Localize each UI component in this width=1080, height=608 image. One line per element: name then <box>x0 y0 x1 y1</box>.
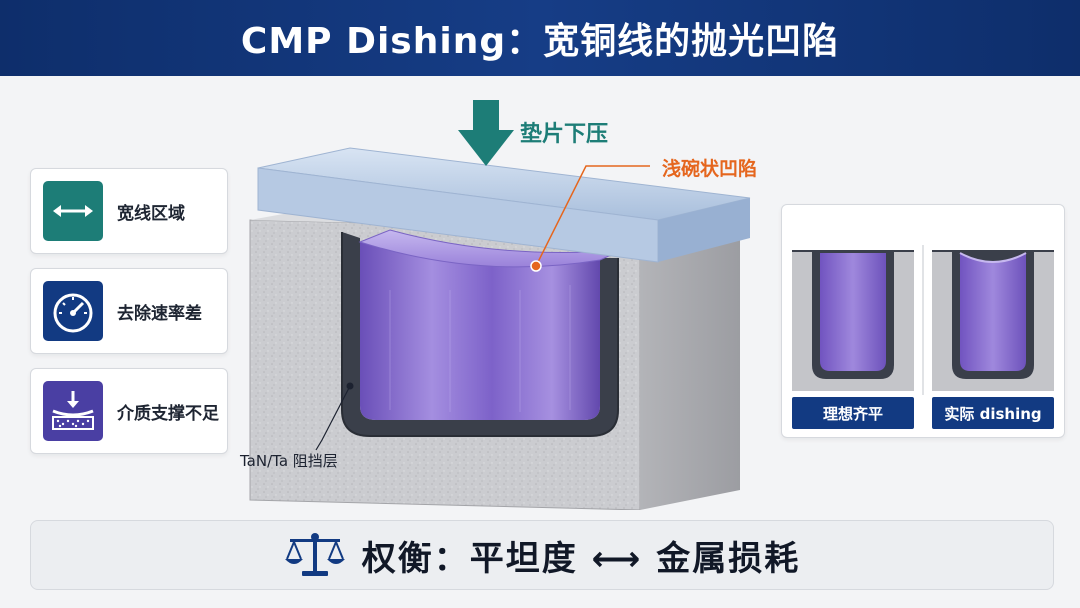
double-arrow-icon <box>43 181 103 241</box>
dielectric-side <box>640 210 740 510</box>
side-card-label: 介质支撑不足 <box>117 403 219 424</box>
ideal-copper <box>820 253 886 371</box>
cmp-dishing-diagram <box>249 100 751 510</box>
side-card-wide-line: 宽线区域 <box>30 168 228 254</box>
polishing-pad-side <box>658 198 750 262</box>
side-card-label: 去除速率差 <box>117 303 202 324</box>
tradeoff-text: 权衡：平坦度 ⟷ 金属损耗 <box>361 538 801 579</box>
dish-marker <box>530 260 542 272</box>
speedometer-icon <box>43 281 103 341</box>
side-card-removal-rate: 去除速率差 <box>30 268 228 354</box>
header-banner: CMP Dishing：宽铜线的抛光凹陷 <box>0 0 1080 76</box>
tradeoff-footer: 权衡：平坦度 ⟷ 金属损耗 <box>30 520 1054 590</box>
comparison-graphic <box>792 245 1054 395</box>
barrier-label: TaN/Ta 阻挡层 <box>240 452 338 470</box>
barrier-marker <box>346 382 354 390</box>
actual-caption: 实际 dishing <box>932 397 1054 429</box>
barrier-leader-line <box>315 385 351 451</box>
pad-pressure-label: 垫片下压 <box>520 122 609 147</box>
side-card-label: 宽线区域 <box>117 203 185 224</box>
copper-fill <box>360 242 600 420</box>
dished-copper <box>960 253 1026 371</box>
pressure-arrow-icon <box>458 100 514 166</box>
ideal-caption: 理想齐平 <box>792 397 914 429</box>
dish-label: 浅碗状凹陷 <box>662 158 758 180</box>
dish-leader-line <box>535 165 650 267</box>
page-title: CMP Dishing：宽铜线的抛光凹陷 <box>240 21 840 62</box>
balance-scale-icon <box>284 533 345 576</box>
comparison-panel: 理想齐平 实际 dishing <box>781 204 1065 438</box>
side-card-dielectric-support: 介质支撑不足 <box>30 368 228 454</box>
pressure-layer-icon <box>43 381 103 441</box>
